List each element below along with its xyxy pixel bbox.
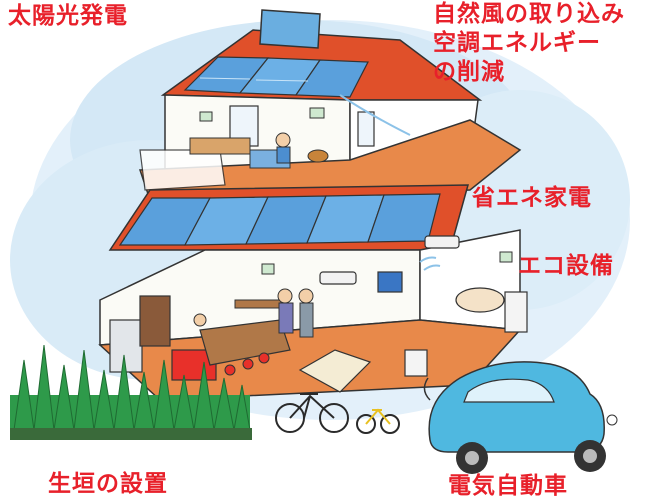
label-natural-wind-line1: 自然風の取り込み [433, 1, 625, 27]
lower-roof [108, 184, 469, 251]
label-solar-power: 太陽光発電 [8, 3, 128, 29]
label-natural-wind-line3: の削減 [433, 59, 505, 85]
hedge [10, 344, 252, 440]
label-eco-equipment: エコ設備 [518, 253, 614, 279]
label-natural-wind: 自然風の取り込み 空調エネルギー の削減 [433, 0, 625, 87]
label-energy-saving-appliances: 省エネ家電 [472, 185, 592, 211]
electric-car [423, 361, 618, 474]
bicycles [275, 393, 400, 434]
upper-roof [160, 9, 483, 101]
label-hedge: 生垣の設置 [48, 471, 168, 497]
label-natural-wind-line2: 空調エネルギー [433, 30, 601, 56]
upper-solar-panels [183, 56, 369, 98]
lower-solar-panels [118, 193, 441, 246]
label-electric-vehicle: 電気自動車 [448, 473, 568, 499]
wind-lines [339, 94, 441, 271]
